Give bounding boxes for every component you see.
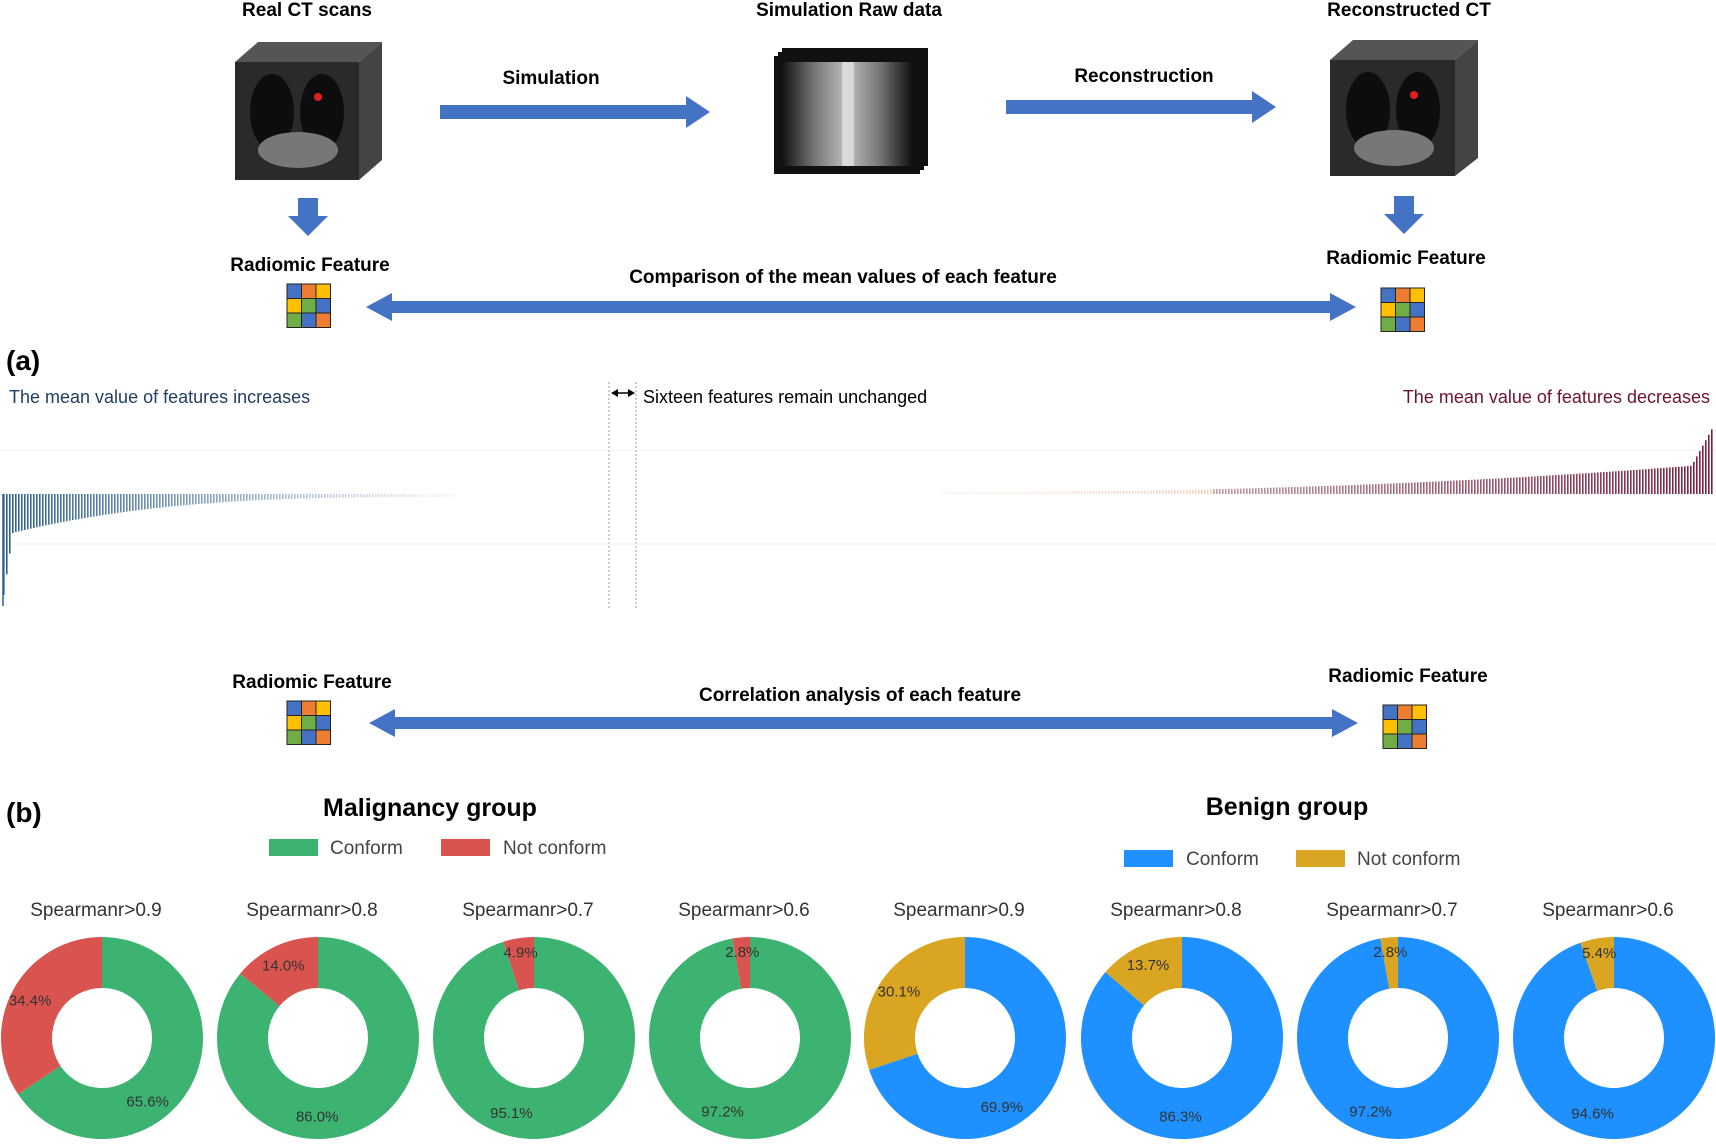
benign-group-title: Benign group — [1206, 793, 1368, 821]
slice-label-conform: 69.9% — [981, 1099, 1024, 1116]
correlation-double-arrow — [369, 709, 1358, 737]
legend-swatch-ben-not — [1296, 850, 1345, 867]
slice-label-not-conform: 14.0% — [262, 957, 305, 974]
legend-swatch-mal-not — [441, 839, 490, 856]
radiomic-feature-top-right: Radiomic Feature — [1326, 248, 1485, 269]
down-arrow-right — [1384, 196, 1424, 234]
donut-title: Spearmanr>0.6 — [1542, 900, 1674, 921]
comparison-double-arrow — [366, 293, 1356, 321]
slice-conform — [1081, 937, 1284, 1140]
donut-title: Spearmanr>0.7 — [462, 900, 594, 921]
slice-label-conform: 97.2% — [701, 1103, 744, 1120]
increase-label: The mean value of features increases — [9, 387, 310, 407]
unchanged-span-arrow — [611, 389, 635, 397]
slice-conform — [433, 936, 635, 1139]
slice-label-not-conform: 5.4% — [1582, 945, 1616, 962]
panel-a-label: (a) — [6, 345, 40, 376]
slice-not-conform — [1, 937, 102, 1095]
donut-chart: Spearmanr>0.9 69.9% 30.1% — [864, 900, 1066, 1139]
donut-title: Spearmanr>0.8 — [246, 900, 378, 921]
real-ct-cube-image — [235, 42, 382, 180]
recon-ct-cube-image — [1330, 40, 1478, 176]
donut-title: Spearmanr>0.9 — [30, 900, 162, 921]
slice-label-conform: 86.0% — [296, 1108, 339, 1125]
radiomic-feature-mid-left: Radiomic Feature — [232, 672, 391, 693]
donut-title: Spearmanr>0.7 — [1326, 900, 1458, 921]
slice-label-not-conform: 2.8% — [725, 944, 759, 961]
sim-raw-data-image — [774, 48, 928, 174]
donut-title: Spearmanr>0.6 — [678, 900, 810, 921]
slice-not-conform — [1105, 937, 1182, 1006]
malignancy-group-title: Malignancy group — [323, 794, 537, 822]
recon-ct-label: Reconstructed CT — [1327, 0, 1491, 21]
real-ct-label: Real CT scans — [242, 0, 372, 21]
slice-label-conform: 97.2% — [1349, 1103, 1392, 1120]
reconstruction-label: Reconstruction — [1074, 66, 1213, 87]
slice-conform — [18, 937, 204, 1139]
donut-chart: Spearmanr>0.6 97.2% 2.8% — [649, 900, 852, 1139]
slice-not-conform — [1580, 937, 1614, 991]
legend-label-ben-not: Not conform — [1357, 849, 1460, 870]
feature-grid-icon — [286, 283, 331, 328]
slice-label-not-conform: 4.9% — [503, 945, 537, 962]
slice-label-not-conform: 34.4% — [9, 993, 52, 1010]
legend-label-mal-conform: Conform — [330, 838, 403, 859]
donut-title: Spearmanr>0.8 — [1110, 900, 1242, 921]
decrease-label: The mean value of features decreases — [1403, 387, 1710, 407]
increase-bars — [2, 494, 455, 606]
slice-not-conform — [732, 937, 750, 989]
reconstruction-arrow — [1006, 91, 1276, 123]
radiomic-feature-top-left: Radiomic Feature — [230, 255, 389, 276]
unchanged-label: Sixteen features remain unchanged — [643, 387, 927, 407]
slice-label-conform: 94.6% — [1571, 1105, 1614, 1122]
simulation-arrow — [440, 96, 710, 128]
legend-label-mal-not: Not conform — [503, 838, 606, 859]
radiomic-feature-mid-right: Radiomic Feature — [1328, 666, 1487, 687]
slice-label-conform: 65.6% — [126, 1094, 169, 1111]
donut-chart: Spearmanr>0.7 97.2% 2.8% — [1297, 900, 1500, 1139]
legend-swatch-ben-conform — [1124, 850, 1173, 867]
slice-label-not-conform: 13.7% — [1127, 957, 1170, 974]
feature-grid-icon — [286, 700, 331, 745]
slice-label-not-conform: 30.1% — [878, 983, 921, 1000]
donut-chart: Spearmanr>0.7 95.1% 4.9% — [433, 900, 635, 1139]
donut-chart: Spearmanr>0.6 94.6% 5.4% — [1513, 900, 1715, 1139]
slice-label-conform: 86.3% — [1159, 1108, 1202, 1125]
slice-conform — [217, 937, 420, 1139]
slice-conform — [869, 937, 1066, 1139]
slice-not-conform — [1380, 937, 1398, 989]
slice-conform — [1513, 936, 1715, 1139]
slice-conform — [649, 937, 852, 1139]
donut-chart: Spearmanr>0.8 86.3% 13.7% — [1081, 900, 1284, 1140]
correlation-label: Correlation analysis of each feature — [699, 685, 1021, 706]
slice-not-conform — [240, 937, 318, 1007]
simulation-label: Simulation — [502, 68, 599, 89]
down-arrow-left — [288, 198, 328, 236]
legend-swatch-mal-conform — [269, 839, 318, 856]
slice-label-not-conform: 2.8% — [1373, 944, 1407, 961]
feature-grid-icon — [1382, 704, 1427, 749]
sim-raw-label: Simulation Raw data — [756, 0, 942, 21]
slice-not-conform — [864, 937, 965, 1070]
legend-label-ben-conform: Conform — [1186, 849, 1259, 870]
comparison-label: Comparison of the mean values of each fe… — [629, 267, 1057, 288]
donut-title: Spearmanr>0.9 — [893, 900, 1025, 921]
panel-b-label: (b) — [6, 797, 42, 828]
donut-chart: Spearmanr>0.9 65.6% 34.4% — [1, 900, 204, 1139]
slice-conform — [1297, 937, 1500, 1139]
slice-label-conform: 95.1% — [490, 1105, 533, 1122]
donut-chart: Spearmanr>0.8 86.0% 14.0% — [217, 900, 420, 1139]
slice-not-conform — [503, 937, 534, 991]
feature-grid-icon — [1380, 287, 1425, 332]
decrease-bars — [940, 429, 1713, 494]
